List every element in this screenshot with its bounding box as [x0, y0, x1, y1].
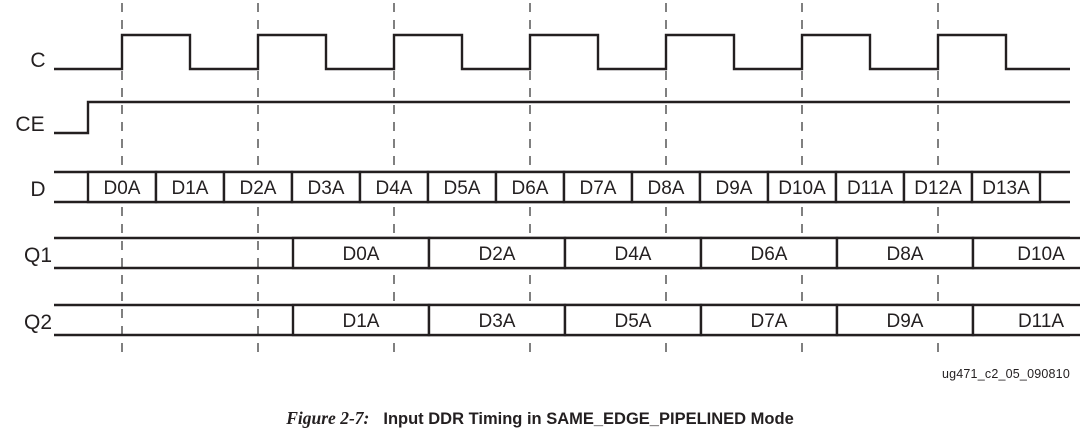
d-cell-label: D13A [982, 178, 1030, 199]
d-cell-label: D10A [778, 178, 826, 199]
q1-cell-label: D0A [343, 244, 380, 265]
q1-cell-box [291, 236, 431, 270]
d-cell-label: D9A [716, 178, 753, 199]
q1-bus-cells: D0A D2A D4A D6A D8A D10A [291, 236, 1080, 270]
signal-label-c: C [30, 49, 45, 72]
figure-title: Input DDR Timing in SAME_EDGE_PIPELINED … [383, 410, 794, 428]
q1-cell-label: D4A [615, 244, 652, 265]
source-id-text: ug471_c2_05_090810 [941, 367, 1070, 381]
d-cell-box [154, 170, 226, 204]
d-cell-label: D6A [512, 178, 549, 199]
d-cell-label: D5A [444, 178, 481, 199]
d-cell-label: D11A [847, 178, 893, 199]
waveform-ce [54, 100, 1070, 135]
q1-cell-box [427, 236, 567, 270]
q2-cell-label: D11A [1018, 311, 1064, 332]
signal-label-ce: CE [15, 113, 44, 136]
signal-label-q2: Q2 [24, 311, 52, 334]
d-cell-label: D0A [104, 178, 141, 199]
figure-number: Figure 2-7: [286, 408, 370, 428]
d-cell-label: D1A [172, 178, 209, 199]
q1-cell-label: D8A [887, 244, 924, 265]
d-cell-label: D12A [914, 178, 962, 199]
d-cell-box [970, 170, 1042, 204]
d-cell-label: D3A [308, 178, 345, 199]
d-cell-box [766, 170, 838, 204]
d-cell-box [290, 170, 362, 204]
d-cell-box [494, 170, 566, 204]
d-cell-box [426, 170, 498, 204]
q2-cell-box [835, 303, 975, 337]
q1-cell-label: D2A [479, 244, 516, 265]
d-cell-label: D8A [648, 178, 685, 199]
q2-bus-cells: D1A D3A D5A D7A D9A D11A [291, 303, 1080, 337]
q2-cell-box [563, 303, 703, 337]
q1-cell-box [835, 236, 975, 270]
waveform-c [54, 33, 1070, 71]
d-cell-label: D4A [376, 178, 413, 199]
d-cell-box [630, 170, 702, 204]
q2-cell-label: D5A [615, 311, 652, 332]
figure-caption: Figure 2-7: Input DDR Timing in SAME_EDGE… [0, 408, 1080, 429]
q1-cell-label: D10A [1017, 244, 1065, 265]
q1-cell-box [971, 236, 1080, 270]
q1-cell-label: D6A [751, 244, 788, 265]
d-cell-label: D7A [580, 178, 617, 199]
q2-cell-label: D1A [343, 311, 380, 332]
timing-waveform-canvas: C CE D D0A D1A D2A D3A D4A D5A D6A D7A D8A D9A D10… [15, 3, 1080, 356]
signal-label-d: D [30, 178, 45, 201]
d-bus-cells: D0A D1A D2A D3A D4A D5A D6A D7A D8A D9A D10A D11A D1… [86, 170, 1042, 204]
d-cell-box [358, 170, 430, 204]
q2-cell-label: D3A [479, 311, 516, 332]
q2-cell-label: D7A [751, 311, 788, 332]
q2-cell-label: D9A [887, 311, 924, 332]
q1-cell-box [563, 236, 703, 270]
d-cell-box [902, 170, 974, 204]
q2-cell-box [427, 303, 567, 337]
d-cell-label: D2A [240, 178, 277, 199]
q2-cell-box [971, 303, 1080, 337]
d-cell-box [698, 170, 770, 204]
signal-label-q1: Q1 [24, 244, 52, 267]
